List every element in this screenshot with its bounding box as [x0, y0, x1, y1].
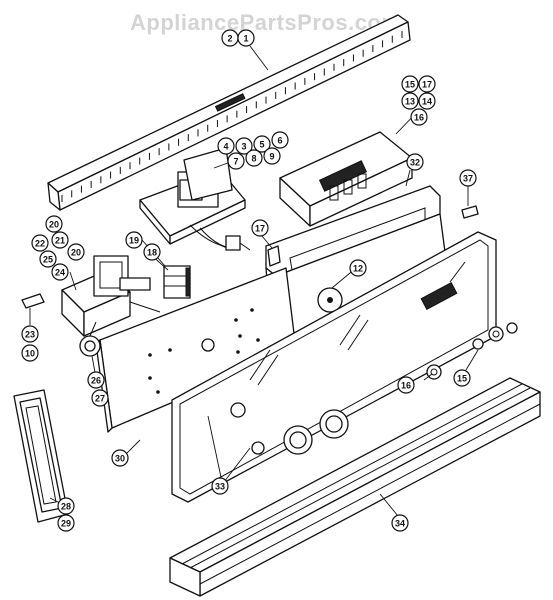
callout-label-c25: 25 — [43, 255, 53, 265]
callout-c14: 14 — [418, 92, 436, 110]
callout-label-c13: 13 — [405, 97, 415, 107]
callout-c10: 10 — [21, 344, 39, 362]
callout-label-c15a: 15 — [405, 80, 415, 90]
callout-label-c2: 2 — [227, 34, 232, 44]
callout-c24: 24 — [51, 263, 69, 281]
callout-label-c17b: 17 — [255, 224, 265, 234]
callout-c6: 6 — [271, 131, 289, 149]
callout-c26: 26 — [87, 371, 105, 389]
callout-c32: 32 — [406, 153, 424, 171]
callout-label-c24: 24 — [55, 268, 65, 278]
callout-label-c21: 21 — [55, 236, 65, 246]
callout-c33: 33 — [211, 477, 229, 495]
callout-label-c27: 27 — [95, 394, 105, 404]
callout-label-c7: 7 — [233, 157, 238, 167]
leader-lines — [29, 45, 479, 517]
callout-label-c34: 34 — [395, 519, 405, 529]
callout-c3: 3 — [235, 137, 253, 155]
callout-label-c6: 6 — [277, 136, 282, 146]
callout-label-c16a: 16 — [414, 113, 424, 123]
switch-assembly-part — [61, 255, 161, 337]
callout-label-c16b: 16 — [401, 381, 411, 391]
callout-c37: 37 — [459, 169, 477, 187]
callout-label-c1: 1 — [243, 34, 248, 44]
callout-c1: 1 — [237, 29, 255, 47]
callout-label-c8: 8 — [251, 154, 256, 164]
callout-c34: 34 — [391, 514, 409, 532]
callout-label-c32: 32 — [410, 158, 420, 168]
callout-c17b: 17 — [251, 219, 269, 237]
callout-c13: 13 — [401, 92, 419, 110]
small-bracket-part — [267, 245, 281, 267]
callout-c15a: 15 — [401, 75, 419, 93]
callout-c16b: 16 — [397, 376, 415, 394]
callout-c7: 7 — [227, 152, 245, 170]
callout-label-c26: 26 — [91, 376, 101, 386]
callout-c29: 29 — [57, 514, 75, 532]
callout-label-c14: 14 — [422, 97, 432, 107]
small-clip-part — [461, 205, 479, 219]
callout-c18: 18 — [143, 243, 161, 261]
contact-part — [21, 293, 45, 309]
callout-label-c29: 29 — [61, 519, 71, 529]
callout-c27: 27 — [91, 389, 109, 407]
callout-c20b: 20 — [67, 243, 85, 261]
callout-label-c3: 3 — [241, 142, 246, 152]
callout-c22: 22 — [31, 234, 49, 252]
callout-label-c20b: 20 — [71, 248, 81, 258]
callout-label-c37: 37 — [463, 174, 473, 184]
callout-label-c5: 5 — [259, 140, 264, 150]
callout-label-c18: 18 — [147, 248, 157, 258]
callout-c5: 5 — [253, 135, 271, 153]
callout-label-c28: 28 — [61, 502, 71, 512]
callout-label-c4: 4 — [223, 142, 228, 152]
terminal-block-part — [163, 265, 191, 299]
callout-c17a: 17 — [418, 75, 436, 93]
callout-c9: 9 — [263, 147, 281, 165]
callout-label-c9: 9 — [269, 152, 274, 162]
bottom-rail-part — [169, 377, 541, 597]
callout-c15b: 15 — [453, 369, 471, 387]
callout-label-c22: 22 — [35, 239, 45, 249]
glass-front-panel-part — [171, 231, 497, 503]
callout-label-c15b: 15 — [457, 374, 467, 384]
callout-c4: 4 — [217, 137, 235, 155]
display-board-part — [279, 131, 413, 227]
callout-label-c23: 23 — [25, 330, 35, 340]
watermark-text: AppliancePartsPros.com — [130, 10, 401, 35]
callout-label-c10: 10 — [25, 349, 35, 359]
rotary-switch-part — [79, 321, 101, 357]
callout-label-c19: 19 — [129, 236, 139, 246]
callout-c25: 25 — [39, 250, 57, 268]
callout-c8: 8 — [245, 149, 263, 167]
callout-label-c33: 33 — [215, 482, 225, 492]
callout-c19: 19 — [125, 231, 143, 249]
callout-c23: 23 — [21, 325, 39, 343]
callout-c28: 28 — [57, 497, 75, 515]
callout-c20a: 20 — [45, 215, 63, 233]
callout-label-c20a: 20 — [49, 220, 59, 230]
relay-board-part — [139, 147, 251, 251]
callout-c30: 30 — [111, 449, 129, 467]
callout-c2: 2 — [221, 29, 239, 47]
callout-label-c17a: 17 — [422, 80, 432, 90]
callout-label-c30: 30 — [115, 454, 125, 464]
callout-c16a: 16 — [410, 108, 428, 126]
callout-c12: 12 — [349, 259, 367, 277]
top-rail-part — [47, 14, 411, 211]
callout-label-c12: 12 — [353, 264, 363, 274]
callout-c21: 21 — [51, 231, 69, 249]
